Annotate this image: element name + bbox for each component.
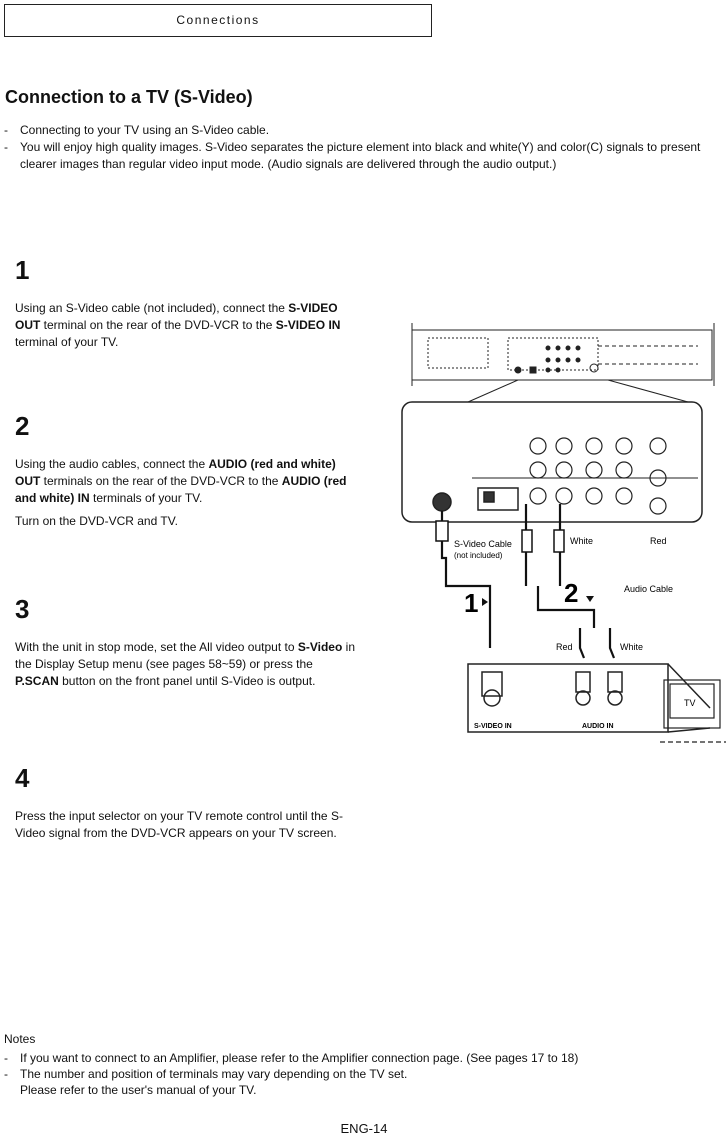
svideo-cable-label: S-Video Cable [454, 539, 512, 549]
audio-plug-red [521, 529, 533, 553]
diagram-step-2: 2 [564, 578, 578, 608]
section-header-title: Connections [176, 13, 260, 27]
step-2-number: 2 [15, 411, 30, 441]
red-label: Red [650, 536, 667, 546]
cables [440, 504, 616, 659]
step-text-part: Using an S-Video cable (not included), c… [15, 301, 289, 315]
step-text-part: terminals on the rear of the DVD-VCR to … [40, 474, 282, 488]
tv-label: TV [684, 698, 696, 708]
step-text-bold: AUDIO (red and white) IN [15, 474, 347, 505]
step-text-part: terminals of your TV. [89, 491, 203, 505]
notes-list: If you want to connect to an Amplifier, … [4, 1050, 724, 1098]
audio-plug-white [553, 529, 565, 553]
step-text-part: With the unit in stop mode, set the All … [15, 640, 298, 654]
note-item-text: Please refer to the user's manual of you… [20, 1083, 257, 1097]
step-text-bold: AUDIO (red and white) OUT [15, 457, 336, 488]
step-text-part: terminal of your TV. [15, 335, 119, 349]
tv-icon [660, 679, 726, 743]
note-item: If you want to connect to an Amplifier, … [4, 1050, 724, 1066]
step-text-bold: S-VIDEO IN [275, 318, 341, 332]
not-included-label: (not included) [454, 551, 503, 560]
white-label: White [570, 536, 593, 546]
step-text-bold: P.SCAN [15, 674, 59, 688]
step-text-bold: S-VIDEO OUT [15, 301, 338, 332]
rear-panel-zoom [401, 401, 703, 523]
step-text-part: terminal on the rear of the DVD-VCR to t… [40, 318, 276, 332]
dvd-vcr-rear-thumbnail [411, 323, 715, 386]
step-2-extra: Turn on the DVD-VCR and TV. [15, 514, 178, 528]
notes-title: Notes [4, 1032, 36, 1046]
diagram-step-1: 1 [464, 588, 478, 618]
note-item-text: The number and position of terminals may… [20, 1067, 408, 1081]
note-item: The number and position of terminals may… [4, 1066, 724, 1098]
step-3-number: 3 [15, 594, 30, 624]
white-label-2: White [620, 642, 643, 652]
step-4-body: Press the input selector on your TV remo… [15, 809, 343, 840]
step-1-number: 1 [15, 255, 30, 285]
step-2-text: Using the audio cables, connect the AUDI… [15, 456, 355, 536]
audio-cable-label: Audio Cable [624, 584, 673, 594]
svideo-in-label: S-VIDEO IN [474, 723, 512, 730]
step-text-part: in the Display Setup menu (see pages 58~… [15, 640, 355, 671]
svideo-plug [435, 520, 449, 542]
step-text-part: button on the front panel until S-Video … [58, 674, 316, 688]
step-1-text: Using an S-Video cable (not included), c… [15, 300, 355, 357]
step-text-bold: S-Video [297, 640, 343, 654]
intro-list: Connecting to your TV using an S-Video c… [4, 122, 704, 173]
step-3-text: With the unit in stop mode, set the All … [15, 639, 355, 696]
connection-diagram: S-Video Cable (not included) White Red A… [401, 323, 726, 743]
step-4-number: 4 [15, 763, 30, 793]
intro-item: Connecting to your TV using an S-Video c… [4, 122, 704, 139]
step-text-part: Using the audio cables, connect the [15, 457, 209, 471]
step-4-text: Press the input selector on your TV remo… [15, 808, 355, 848]
audio-in-label: AUDIO IN [582, 723, 614, 730]
section-header-box: Connections [4, 4, 432, 37]
intro-item: You will enjoy high quality images. S-Vi… [4, 139, 704, 173]
page-title: Connection to a TV (S-Video) [5, 87, 253, 107]
tv-rear-panel [467, 663, 711, 733]
red-label-2: Red [556, 642, 573, 652]
page-number: ENG-14 [340, 1121, 388, 1136]
